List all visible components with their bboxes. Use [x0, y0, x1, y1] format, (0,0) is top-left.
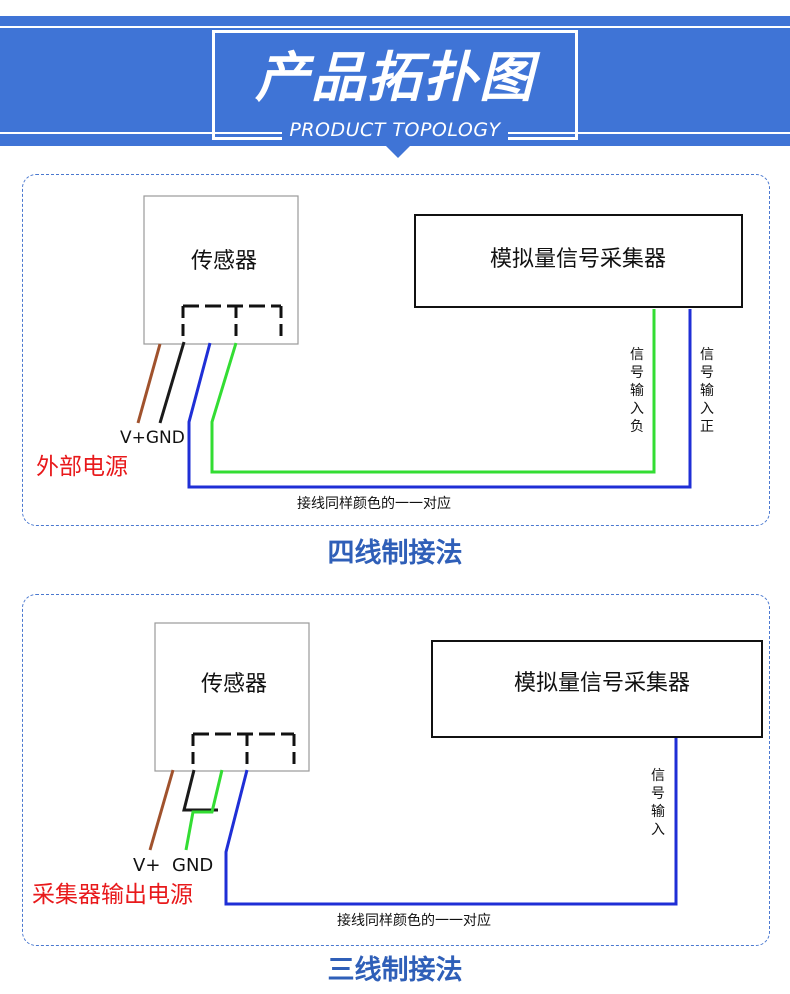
- four-wire-caption: 四线制接法: [327, 538, 463, 569]
- signal-negative-char: 号: [630, 365, 644, 381]
- signal-negative-char: 信: [630, 347, 644, 363]
- wire-blue: [224, 738, 678, 906]
- wire-brown: [148, 769, 175, 851]
- signal-negative-label: 信 号 输 入 负: [630, 347, 644, 435]
- terminal-block: [191, 732, 296, 770]
- signal-positive-char: 入: [700, 401, 714, 417]
- wire-green: [210, 309, 656, 474]
- banner-stripe-top: [0, 26, 790, 28]
- external-power-label: 外部电源: [36, 454, 128, 480]
- wire-brown: [136, 343, 162, 424]
- signal-negative-char: 负: [630, 419, 644, 435]
- signal-negative-char: 输: [630, 383, 644, 399]
- signal-positive-char: 信: [700, 347, 714, 363]
- sensor-label: 传感器: [191, 249, 257, 274]
- banner-pointer-icon: [386, 146, 410, 158]
- sensor-box: [143, 195, 299, 345]
- three-wire-panel: [22, 594, 770, 946]
- vplus-gnd-label: V+GND: [120, 428, 185, 448]
- signal-input-label: 信 号 输 入: [651, 768, 665, 838]
- signal-negative-char: 入: [630, 401, 644, 417]
- wire-black: [158, 341, 186, 424]
- four-wire-panel: [22, 174, 770, 526]
- collector-label: 模拟量信号采集器: [514, 671, 690, 696]
- wire-blue: [187, 309, 692, 489]
- collector-box: [431, 640, 763, 738]
- page-subtitle: PRODUCT TOPOLOGY: [289, 119, 501, 141]
- signal-positive-char: 输: [700, 383, 714, 399]
- wiring-note: 接线同样颜色的一一对应: [297, 495, 451, 512]
- banner-subtitle-mask: [282, 118, 508, 142]
- wire-green: [184, 769, 224, 851]
- collector-box: [414, 214, 743, 308]
- signal-input-char: 号: [651, 786, 665, 802]
- signal-positive-char: 号: [700, 365, 714, 381]
- signal-positive-label: 信 号 输 入 正: [700, 347, 714, 435]
- vplus-label: V+: [133, 855, 160, 876]
- wire-black-bridge: [182, 769, 218, 812]
- signal-input-char: 信: [651, 768, 665, 784]
- wiring-note: 接线同样颜色的一一对应: [337, 912, 491, 929]
- three-wire-caption: 三线制接法: [327, 955, 463, 986]
- signal-input-char: 入: [651, 822, 665, 838]
- sensor-label: 传感器: [201, 672, 267, 697]
- header-banner: 产品拓扑图 PRODUCT TOPOLOGY: [0, 16, 790, 146]
- terminal-block: [181, 304, 283, 342]
- banner-title-mask: [240, 54, 550, 106]
- sensor-box: [154, 622, 310, 772]
- signal-input-char: 输: [651, 804, 665, 820]
- gnd-label: GND: [172, 855, 213, 876]
- collector-power-label: 采集器输出电源: [32, 882, 193, 908]
- page-title: 产品拓扑图: [255, 46, 535, 109]
- signal-positive-char: 正: [700, 419, 714, 435]
- collector-label: 模拟量信号采集器: [490, 247, 666, 272]
